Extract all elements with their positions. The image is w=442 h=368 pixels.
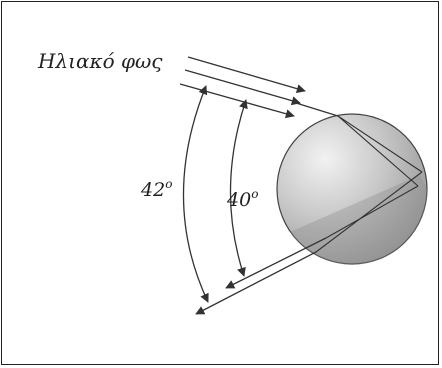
angle-42-degree: o [165, 177, 172, 191]
internal-path-1 [337, 115, 423, 173]
sun-ray-2 [184, 69, 301, 106]
entry-ray [295, 102, 339, 117]
internal-reflect-1 [315, 171, 423, 253]
angle-40-label: 40o [226, 187, 258, 211]
angle-42-value: 42 [140, 179, 165, 201]
angle-40-degree: o [251, 187, 258, 201]
water-droplet [276, 113, 428, 265]
exit-ray-40 [225, 237, 327, 289]
angle-42-label: 42o [140, 177, 172, 201]
internal-reflect-2 [325, 185, 419, 239]
angle-arc-42 [182, 85, 209, 303]
angle-arc-40 [229, 99, 248, 277]
sunlight-label: Ηλιακό φως [37, 49, 163, 73]
internal-path-2 [337, 115, 419, 187]
angle-40-value: 40 [226, 189, 251, 211]
sun-ray-1 [187, 56, 306, 94]
exit-ray-42 [195, 251, 317, 315]
